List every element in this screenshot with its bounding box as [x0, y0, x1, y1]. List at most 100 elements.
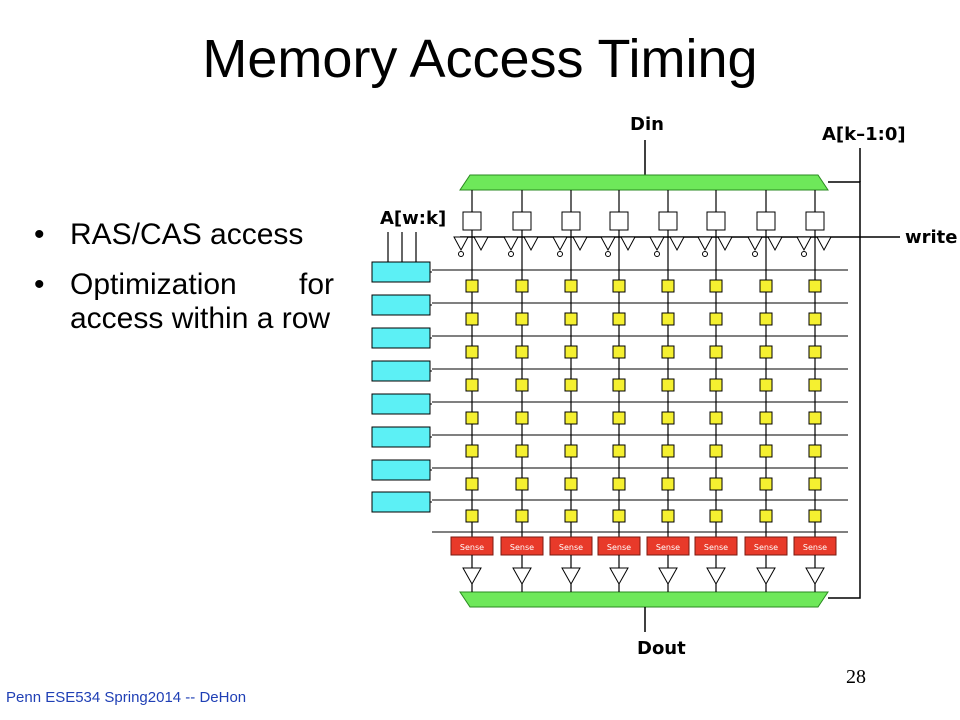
bubble-icon: [458, 251, 464, 257]
memory-cell: [465, 312, 479, 326]
memory-cell: [515, 378, 529, 392]
memory-cell: [515, 411, 529, 425]
memory-cell: [709, 444, 723, 458]
addr-high-label: A[k–1:0]: [822, 124, 906, 145]
memory-cell: [515, 509, 529, 523]
memory-cell: [661, 345, 675, 359]
memory-cell: [564, 411, 578, 425]
sense-amp-label: Sense: [656, 543, 680, 552]
output-driver-triangle: [658, 567, 678, 586]
memory-cell: [612, 378, 626, 392]
memory-cell: [564, 444, 578, 458]
memory-cell: [612, 444, 626, 458]
write-driver-triangle: [523, 236, 539, 252]
memory-cell: [515, 279, 529, 293]
bubble-icon: [702, 251, 708, 257]
column-mux-box: [561, 211, 581, 231]
write-driver-triangle: [767, 236, 783, 252]
memory-cell: [465, 444, 479, 458]
write-driver-triangle: [747, 236, 763, 252]
write-label: write: [905, 227, 958, 248]
write-driver-triangle: [796, 236, 812, 252]
memory-cell: [709, 279, 723, 293]
bubble-icon: [752, 251, 758, 257]
row-decoder-box: [371, 261, 431, 283]
memory-cell: [808, 411, 822, 425]
bubble-icon: [801, 251, 807, 257]
bullet-list: • RAS/CAS access • Optimization for acce…: [34, 218, 334, 352]
bubble-icon: [654, 251, 660, 257]
bullet-dot-icon: •: [34, 218, 45, 251]
memory-cell: [661, 509, 675, 523]
memory-cell: [465, 378, 479, 392]
memory-cell: [759, 279, 773, 293]
row-decoder-box: [371, 393, 431, 415]
dout-label: Dout: [637, 638, 686, 659]
memory-cell: [515, 345, 529, 359]
sense-amp-label: Sense: [754, 543, 778, 552]
write-driver-triangle: [572, 236, 588, 252]
bubble-icon: [605, 251, 611, 257]
memory-cell: [564, 477, 578, 491]
memory-cell: [564, 378, 578, 392]
output-driver-triangle: [756, 567, 776, 586]
memory-cell: [515, 477, 529, 491]
output-driver-triangle: [706, 567, 726, 586]
write-driver-triangle: [552, 236, 568, 252]
column-mux-box: [756, 211, 776, 231]
write-driver-triangle: [717, 236, 733, 252]
memory-cell: [759, 477, 773, 491]
memory-cell: [808, 312, 822, 326]
write-driver-triangle: [473, 236, 489, 252]
memory-cell: [661, 477, 675, 491]
column-mux-box: [805, 211, 825, 231]
memory-cell: [709, 509, 723, 523]
sense-amp-label: Sense: [704, 543, 728, 552]
memory-cell: [759, 345, 773, 359]
memory-cell: [709, 477, 723, 491]
din-bus: [459, 174, 829, 191]
memory-cell: [564, 279, 578, 293]
slide-title: Memory Access Timing: [202, 29, 758, 89]
sense-amp-label: Sense: [607, 543, 631, 552]
addr-low-label: A[w:k]: [380, 208, 446, 229]
write-driver-triangle: [816, 236, 832, 252]
sense-amp-label: Sense: [460, 543, 484, 552]
memory-cell: [612, 312, 626, 326]
row-decoder-box: [371, 491, 431, 513]
memory-cell: [808, 378, 822, 392]
memory-cell: [709, 345, 723, 359]
bullet-item: • Optimization for access within a row: [34, 268, 334, 336]
page-number: 28: [846, 666, 866, 688]
bullet-dot-icon: •: [34, 268, 45, 301]
footer-text: Penn ESE534 Spring2014 -- DeHon: [6, 689, 247, 706]
memory-cell: [564, 509, 578, 523]
bullet-item: • RAS/CAS access: [34, 218, 334, 252]
sense-amp-label: Sense: [559, 543, 583, 552]
memory-cell: [808, 444, 822, 458]
memory-cell: [515, 444, 529, 458]
memory-cell: [759, 312, 773, 326]
memory-cell: [515, 312, 529, 326]
memory-cell: [709, 312, 723, 326]
write-driver-triangle: [669, 236, 685, 252]
memory-cell: [661, 378, 675, 392]
memory-cell: [808, 509, 822, 523]
memory-cell: [808, 477, 822, 491]
column-mux-box: [462, 211, 482, 231]
bullet-text: Optimization for access within a row: [70, 268, 334, 335]
dout-bus: [459, 591, 829, 608]
memory-cell: [759, 509, 773, 523]
memory-cell: [709, 411, 723, 425]
memory-cell: [661, 312, 675, 326]
row-decoder-box: [371, 459, 431, 481]
output-driver-triangle: [561, 567, 581, 586]
row-decoder-box: [371, 426, 431, 448]
bubble-icon: [508, 251, 514, 257]
memory-cell: [661, 279, 675, 293]
memory-cell: [564, 312, 578, 326]
write-driver-triangle: [453, 236, 469, 252]
memory-cell: [564, 345, 578, 359]
memory-cell: [465, 279, 479, 293]
